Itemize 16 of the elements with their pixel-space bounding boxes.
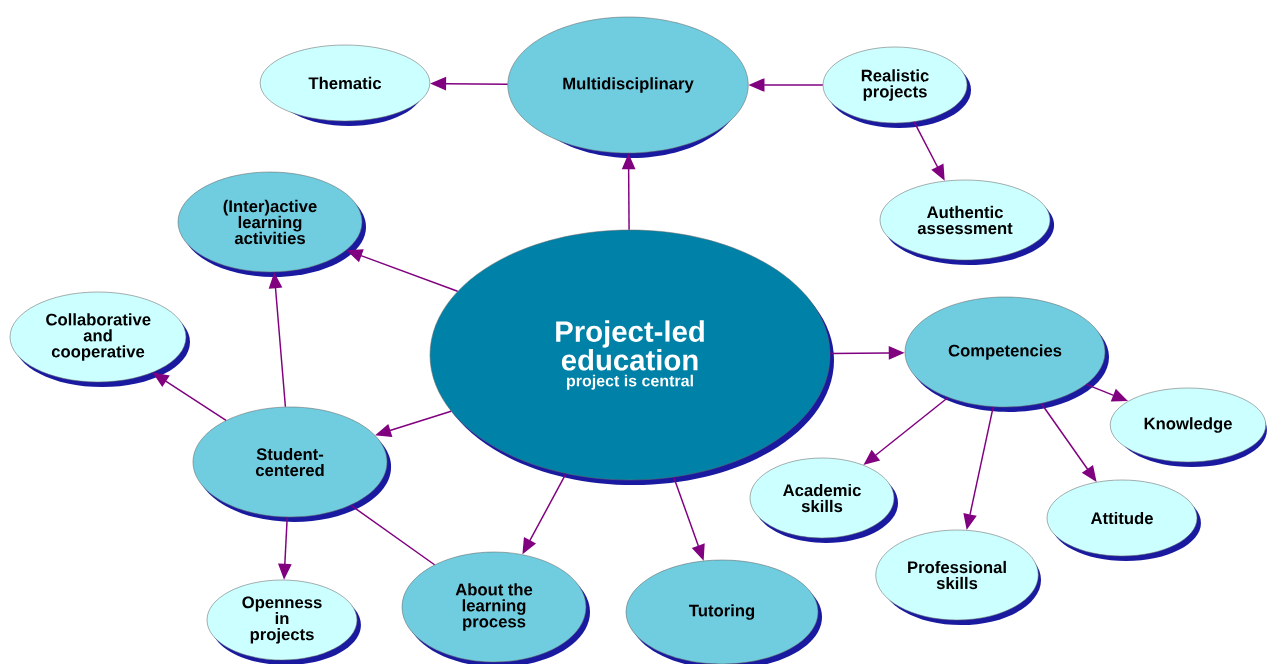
ellipse-node: Academic skills xyxy=(749,457,898,543)
ellipse-node: Collaborative and cooperative xyxy=(9,291,190,388)
ellipse-node: About the learning process xyxy=(401,551,590,664)
ellipse-node: Realistic projects xyxy=(822,46,971,128)
ellipse-node: Attitude xyxy=(1046,479,1201,561)
ellipse-node: Authentic assessment xyxy=(879,179,1055,265)
arrow xyxy=(1040,402,1097,482)
ellipse-node: Competencies xyxy=(904,296,1109,412)
ellipse-node: Openness in projects xyxy=(206,579,361,664)
ellipse-node: Thematic xyxy=(259,44,431,126)
ellipse-node: Student-centered xyxy=(192,406,392,522)
ellipse-node: Knowledge xyxy=(1109,387,1267,468)
ellipse-node: Tutoring xyxy=(625,559,822,664)
ellipse-node: Professional skills xyxy=(875,529,1041,626)
ellipse-node: (Inter)active learning activities xyxy=(177,171,366,277)
ellipse-node: Multidisciplinary xyxy=(507,16,749,158)
